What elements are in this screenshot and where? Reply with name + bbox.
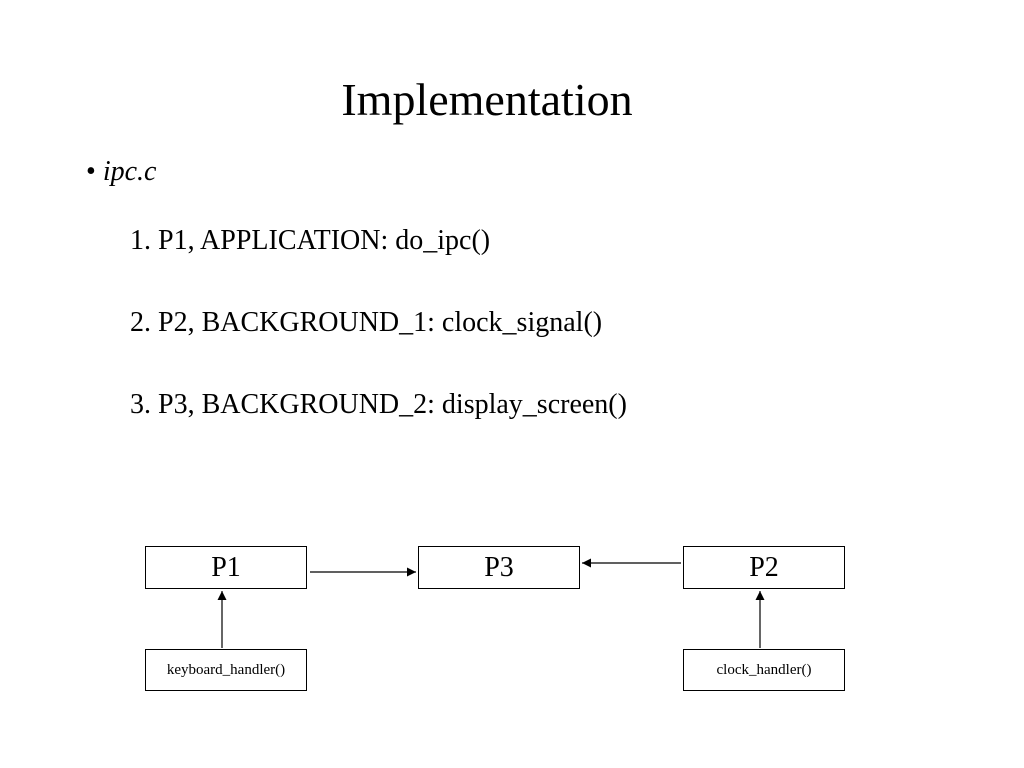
slide-title: Implementation — [341, 74, 633, 125]
bullet-item: • ipc.c — [86, 154, 156, 190]
node-clock-handler: clock_handler() — [683, 649, 845, 691]
node-p3: P3 — [418, 546, 580, 589]
step-2: 2. P2, BACKGROUND_1: clock_signal() — [130, 307, 603, 338]
node-p2: P2 — [683, 546, 845, 589]
bullet-marker: • — [86, 156, 96, 187]
bullet-text: ipc.c — [102, 156, 157, 187]
node-p1: P1 — [145, 546, 307, 589]
step-3: 3. P3, BACKGROUND_2: display_screen() — [130, 389, 627, 420]
node-keyboard-handler: keyboard_handler() — [145, 649, 307, 691]
step-1: 1. P1, APPLICATION: do_ipc() — [130, 225, 491, 256]
